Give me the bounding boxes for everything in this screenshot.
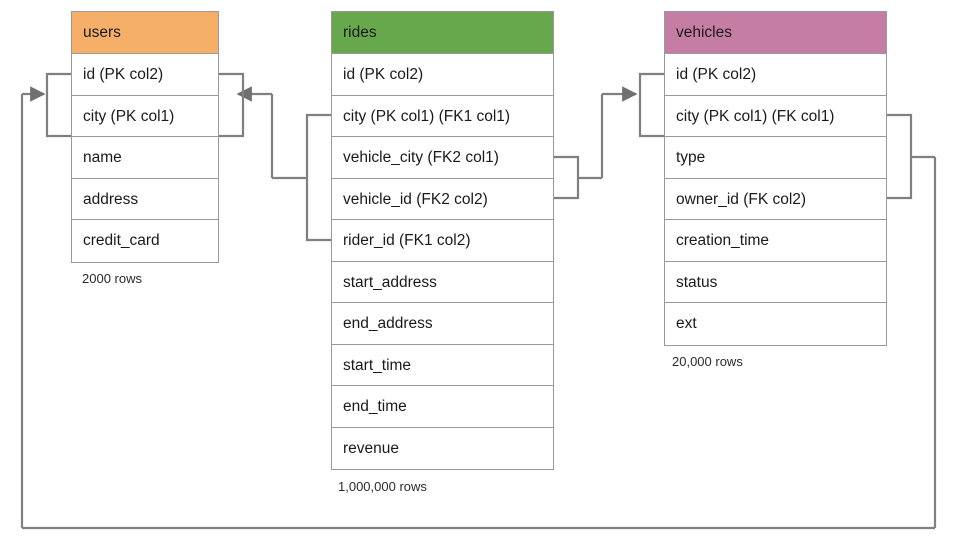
entity-vehicles-column-owner-id[interactable]: owner_id (FK col2) [665,179,886,220]
entity-rides-column-start-address[interactable]: start_address [332,262,553,303]
entity-rides-column-city[interactable]: city (PK col1) (FK1 col1) [332,96,553,137]
entity-vehicles-title: vehicles [665,12,886,54]
entity-users-title: users [72,12,218,54]
connector-rides-to-users [219,72,331,242]
entity-vehicles-column-id[interactable]: id (PK col2) [665,54,886,96]
entity-users-column-name[interactable]: name [72,137,218,179]
entity-users-column-credit-card[interactable]: credit_card [83,232,160,249]
entity-rides-column-end-time[interactable]: end_time [332,386,553,428]
entity-vehicles-column-type[interactable]: type [665,137,886,179]
entity-users-column-city[interactable]: city (PK col1) [72,96,218,137]
entity-users-column-address[interactable]: address [72,179,218,220]
entity-rides-column-revenue[interactable]: revenue [343,439,400,457]
entity-vehicles-column-status[interactable]: status [665,262,886,303]
entity-users-row-count: 2000 rows [82,271,142,286]
connector-rides-to-vehicles [554,72,664,200]
entity-vehicles-column-creation-time[interactable]: creation_time [665,220,886,262]
entity-rides-column-start-time[interactable]: start_time [332,345,553,386]
entity-users-column-id[interactable]: id (PK col2) [72,54,218,96]
entity-vehicles-column-city[interactable]: city (PK col1) (FK col1) [665,96,886,137]
entity-vehicles-column-ext[interactable]: ext [676,315,697,332]
entity-rides[interactable]: rides id (PK col2) city (PK col1) (FK1 c… [331,11,554,470]
entity-vehicles[interactable]: vehicles id (PK col2) city (PK col1) (FK… [664,11,887,346]
entity-users[interactable]: users id (PK col2) city (PK col1) name a… [71,11,219,263]
entity-rides-column-rider-id[interactable]: rider_id (FK1 col2) [332,220,553,262]
entity-rides-row-count: 1,000,000 rows [338,479,427,494]
entity-rides-title: rides [332,12,553,54]
entity-rides-column-id[interactable]: id (PK col2) [332,54,553,96]
entity-vehicles-row-count: 20,000 rows [672,354,743,369]
entity-rides-column-end-address[interactable]: end_address [332,303,553,345]
entity-rides-column-vehicle-city[interactable]: vehicle_city (FK2 col1) [332,137,553,179]
entity-rides-column-vehicle-id[interactable]: vehicle_id (FK2 col2) [332,179,553,220]
